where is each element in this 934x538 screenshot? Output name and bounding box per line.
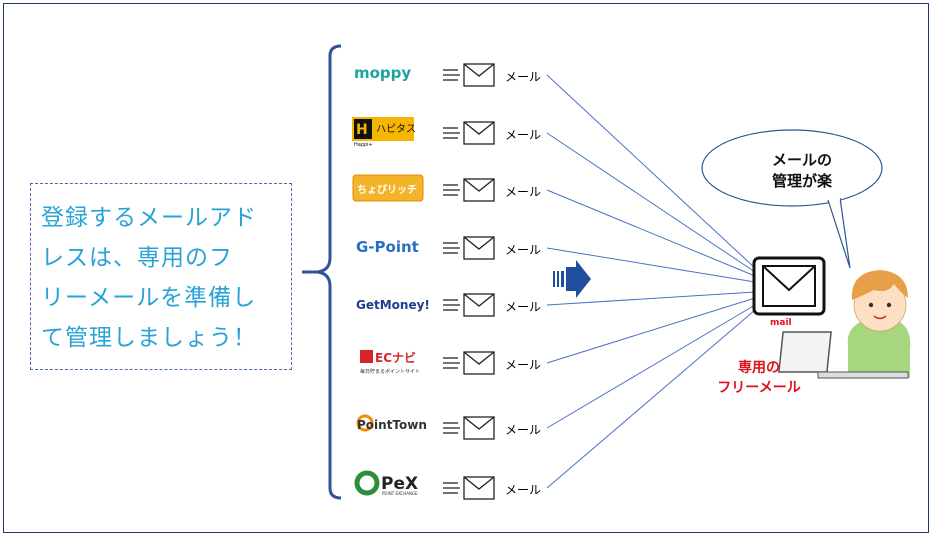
- large-envelope-icon: [752, 256, 826, 316]
- dedicated-line: 専用の: [738, 360, 780, 376]
- logo-moppy: moppy: [354, 64, 411, 82]
- logo-hapitas-text: ハピタス: [376, 123, 416, 135]
- message-text: 登録するメールアド レスは、専用のフ リーメールを準備し て管理しましょう！: [41, 198, 287, 358]
- envelope-icons: [443, 63, 495, 500]
- svg-text:H: H: [356, 122, 368, 138]
- mail-label: メール: [505, 185, 542, 199]
- message-box: 登録するメールアド レスは、専用のフ リーメールを準備し て管理しましょう！: [30, 183, 292, 370]
- speech-bubble: [701, 129, 883, 269]
- mail-label: メール: [505, 128, 542, 142]
- logo-ecnavi-sub: 毎日貯まるポイントサイト: [360, 368, 420, 375]
- message-line: レスは、専用のフ: [41, 245, 233, 271]
- logo-chobirich: ちょびリッチ: [352, 174, 424, 202]
- envelope-icon: [443, 416, 495, 440]
- mail-label: メール: [505, 483, 542, 497]
- logo-gpoint-text: G-Point: [356, 238, 419, 256]
- logo-ecnavi: ECナビ 毎日貯まるポイントサイト: [360, 350, 420, 375]
- bubble-line: メールの: [771, 151, 832, 169]
- person-with-laptop-icon: [778, 270, 911, 379]
- connector-line: [546, 74, 756, 269]
- logo-moppy-text: moppy: [354, 64, 411, 82]
- dedicated-email-label: 専用の フリーメール: [700, 358, 818, 398]
- logo-pex-sub: POINT EXCHANGE: [382, 491, 418, 496]
- bubble-line: 管理が楽: [771, 172, 832, 190]
- dedicated-line: フリーメール: [717, 380, 801, 396]
- logo-getmoney: GetMoney!: [356, 298, 430, 312]
- envelope-icon: [443, 351, 495, 375]
- mail-label: メール: [505, 358, 542, 372]
- connector-line: [546, 309, 756, 489]
- logo-pointtown-text: PointTown: [357, 418, 427, 432]
- envelope-icon: [443, 236, 495, 260]
- envelope-icon: [443, 63, 495, 87]
- connector-line: [546, 304, 756, 429]
- connector-lines: [546, 74, 756, 489]
- message-line: 登録するメールアド: [41, 205, 257, 231]
- mail-label: メール: [505, 300, 542, 314]
- connector-line: [546, 291, 756, 306]
- mail-label: メール: [505, 70, 542, 84]
- logo-chobirich-text: ちょびリッチ: [357, 183, 417, 196]
- envelope-icon: [443, 121, 495, 145]
- logo-gpoint: G-Point: [356, 238, 419, 256]
- envelope-icon: [443, 293, 495, 317]
- connector-line: [546, 247, 756, 283]
- mail-tag: mail: [770, 318, 792, 328]
- logo-hapitas: H ハピタス Happi+: [352, 117, 416, 148]
- logo-pointtown: PointTown: [356, 414, 427, 432]
- logo-getmoney-text: GetMoney!: [356, 298, 430, 312]
- mail-label: メール: [505, 243, 542, 257]
- curly-brace: [302, 44, 342, 500]
- connector-line: [546, 132, 756, 273]
- envelope-icon: [443, 178, 495, 202]
- envelope-icon: [443, 476, 495, 500]
- bubble-text: メールの 管理が楽: [742, 150, 862, 192]
- message-line: て管理しましょう！: [41, 325, 257, 351]
- mail-label: メール: [505, 423, 542, 437]
- logo-ecnavi-text: ECナビ: [375, 350, 416, 365]
- logo-pex-text: PeX: [381, 474, 418, 494]
- connector-line: [546, 189, 756, 277]
- logo-pex: PeX POINT EXCHANGE: [354, 470, 418, 496]
- logo-hapitas-sub: Happi+: [354, 142, 373, 148]
- message-line: リーメールを準備し: [41, 285, 257, 311]
- right-arrow-icon: [553, 260, 591, 298]
- connector-line: [546, 297, 756, 364]
